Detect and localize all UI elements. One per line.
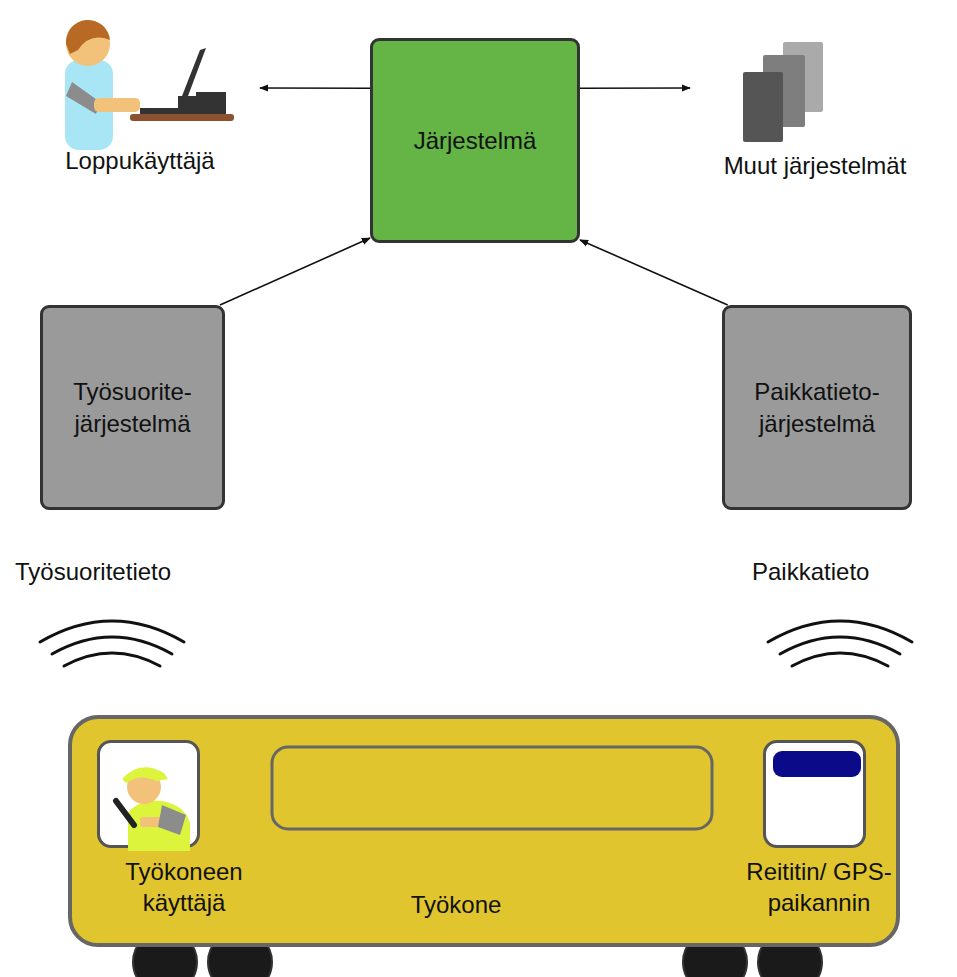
other-systems-icon	[690, 35, 840, 155]
node-text: Loppukäyttäjä	[20, 145, 260, 176]
work-performance-system-box: Työsuorite- järjestelmä	[40, 305, 225, 510]
router-gps-box: Reititin/ GPS-paikannin	[763, 740, 866, 848]
router-indicator	[766, 743, 869, 851]
operator-icon	[100, 743, 203, 851]
node-text: Työkoneen käyttäjä	[94, 856, 274, 918]
arrow-connector	[260, 87, 370, 89]
arrow-connector	[220, 238, 370, 305]
node-text: Muut järjestelmät	[690, 150, 940, 181]
arrow-connector	[580, 240, 728, 305]
radio-waves	[40, 621, 912, 666]
node-text: Työsuorite- järjestelmä	[53, 376, 212, 438]
node-text: Järjestelmä	[414, 125, 537, 156]
operator-box: Työkoneen käyttäjä	[97, 740, 200, 848]
machine-body: Työkone Työkoneen käyttäjä Reititin/ GPS…	[68, 715, 900, 947]
data-flow-label: Paikkatieto	[752, 556, 869, 587]
arrow-connector	[580, 87, 690, 89]
data-flow-label: Työsuoritetieto	[15, 556, 171, 587]
node-text: Paikkatieto- järjestelmä	[735, 376, 899, 438]
end-user-icon	[20, 10, 250, 140]
node-text: Reititin/ GPS-paikannin	[709, 856, 929, 918]
other-systems-node: Muut järjestelmät	[690, 35, 940, 185]
machine-panel	[270, 745, 716, 831]
location-system-box: Paikkatieto- järjestelmä	[722, 305, 912, 510]
system-box: Järjestelmä	[370, 38, 580, 243]
node-text: Työkone	[356, 889, 556, 920]
end-user-node: Loppukäyttäjä	[20, 10, 260, 190]
